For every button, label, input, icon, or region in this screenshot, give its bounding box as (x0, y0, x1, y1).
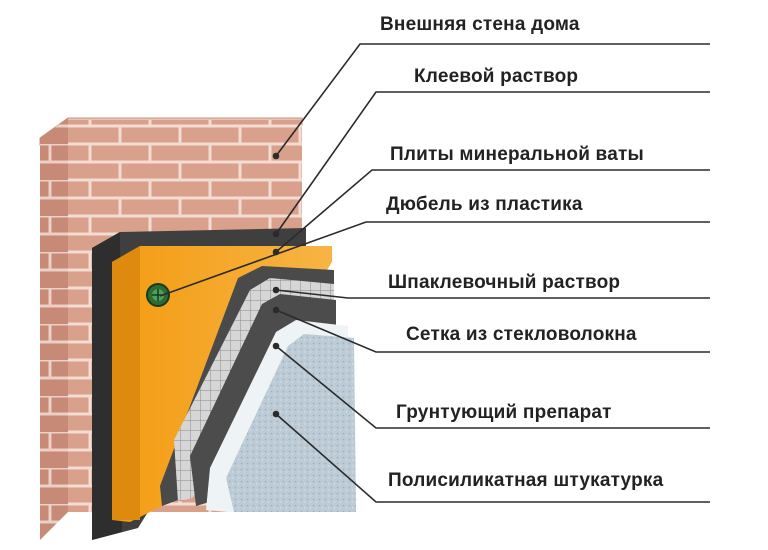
mineral-wool-edge (112, 246, 140, 520)
label-dowel: Дюбель из пластика (386, 194, 583, 215)
label-outer-wall: Внешняя стена дома (380, 14, 580, 35)
leader-adhesive (275, 91, 710, 235)
label-putty: Шпаклевочный раствор (388, 272, 621, 293)
leader-putty (275, 289, 710, 299)
label-primer: Грунтующий препарат (396, 402, 612, 423)
polysilicate-plaster (226, 334, 356, 512)
label-plaster: Полисиликатная штукатурка (388, 470, 664, 491)
leader-mesh (275, 309, 710, 353)
leader-mineral-wool (275, 169, 710, 253)
leader-outer-wall (275, 43, 710, 157)
label-adhesive: Клеевой раствор (414, 66, 579, 87)
label-mineral-wool: Плиты минеральной ваты (390, 144, 644, 165)
label-mesh: Сетка из стекловолокна (406, 324, 637, 345)
brick-wall-side (40, 118, 68, 540)
plastic-dowel (146, 283, 170, 307)
leader-dowel (159, 221, 710, 297)
leader-plaster (275, 413, 710, 503)
leader-primer (275, 345, 710, 429)
leader-lines (159, 43, 710, 503)
